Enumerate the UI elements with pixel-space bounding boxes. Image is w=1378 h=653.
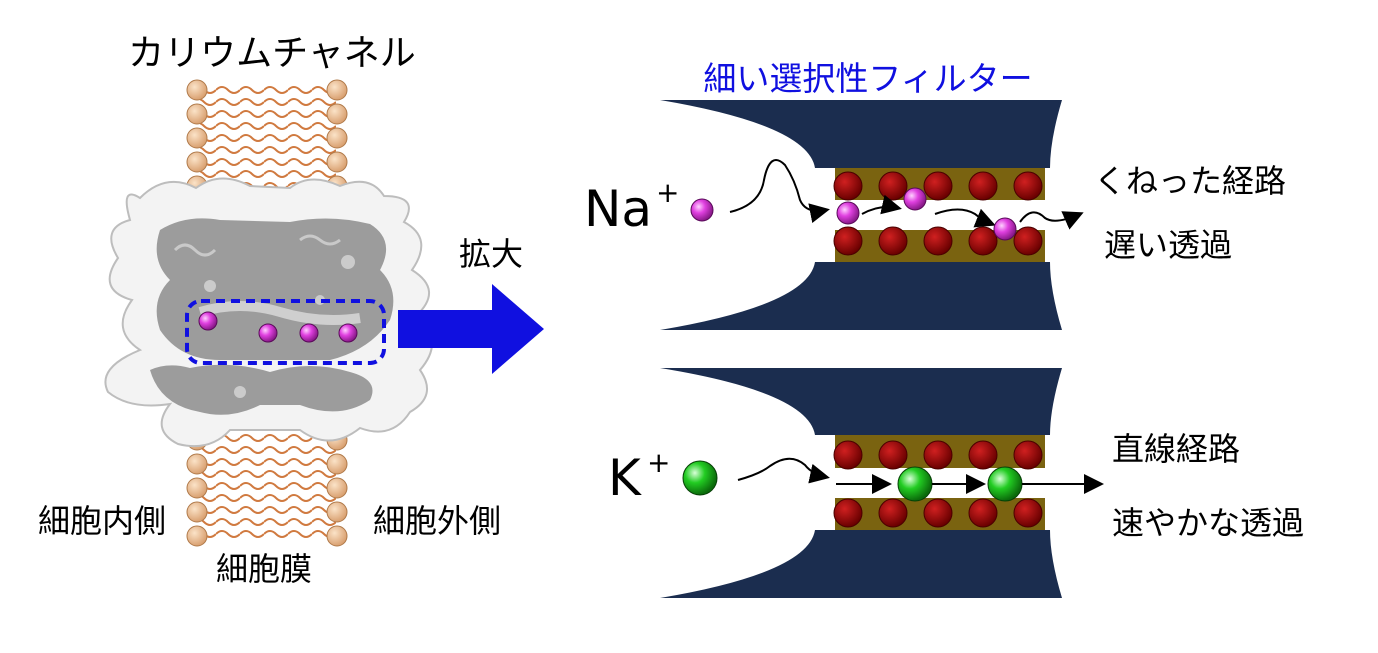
lipid-head <box>186 501 208 523</box>
oxygen-atom <box>968 226 998 256</box>
label-cell-membrane: 細胞膜 <box>216 550 312 588</box>
protein-wall-bottom <box>660 262 1062 330</box>
label-cell-inside: 細胞内側 <box>38 502 166 540</box>
lipid-head <box>186 477 208 499</box>
oxygen-atom <box>1013 226 1043 256</box>
na-ion-sphere <box>993 217 1017 241</box>
na-path-arrow <box>861 194 902 215</box>
oxygen-atom <box>878 440 908 470</box>
na-path-arrow <box>729 159 830 223</box>
lipid-head <box>326 501 348 523</box>
lipid-head <box>326 79 348 101</box>
cell-membrane-lower <box>200 420 336 540</box>
k-ion-sphere <box>897 466 933 502</box>
protein-wall-top <box>660 368 1062 435</box>
na-path-arrow <box>1019 211 1084 230</box>
channel-ions <box>198 311 358 343</box>
oxygen-atom <box>968 171 998 201</box>
lipid-head <box>186 151 208 173</box>
label-cell-outside: 細胞外側 <box>373 502 501 540</box>
channel-protein-surface <box>104 177 434 448</box>
zoom-label: 拡大 <box>459 235 523 273</box>
lipid-head <box>186 79 208 101</box>
zoom-arrow <box>398 284 544 374</box>
oxygen-rows <box>833 171 1043 256</box>
k-ion-sphere <box>682 460 718 496</box>
k-path-arrow <box>737 457 830 484</box>
na-ion-sphere <box>836 201 860 225</box>
lipid-head <box>326 103 348 125</box>
na-path-arrow <box>934 208 996 228</box>
zoom-selection-box <box>185 299 386 365</box>
ion-sphere <box>258 323 278 343</box>
protein-wall-bottom <box>660 530 1062 598</box>
lipid-head <box>326 453 348 475</box>
k-ion-label: K + <box>608 446 670 507</box>
oxygen-atom <box>1013 498 1043 528</box>
right-panel: 細い選択性フィルター Na + くねった経路 遅い透過 <box>584 59 1304 598</box>
oxygen-atom <box>878 171 908 201</box>
lipid-head <box>186 453 208 475</box>
oxygen-atom <box>833 226 863 256</box>
lipid-head <box>186 103 208 125</box>
na-ion-label: Na + <box>584 176 679 238</box>
oxygen-atom <box>968 498 998 528</box>
lipid-head <box>326 151 348 173</box>
oxygen-atom <box>968 440 998 470</box>
na-ion-sphere <box>690 198 714 222</box>
oxygen-atom <box>1013 440 1043 470</box>
protein-wall-top <box>660 100 1062 168</box>
k-speed-label: 速やかな透過 <box>1112 504 1304 542</box>
ion-sphere <box>198 311 218 331</box>
oxygen-atom <box>923 171 953 201</box>
left-panel: カリウムチャネル <box>38 33 544 588</box>
oxygen-atom <box>878 226 908 256</box>
oxygen-atom <box>923 498 953 528</box>
filter-title: 細い選択性フィルター <box>703 59 1032 98</box>
k-ion-sphere <box>987 466 1023 502</box>
oxygen-atom <box>833 498 863 528</box>
ion-sphere <box>299 323 319 343</box>
lipid-head <box>326 525 348 547</box>
lipid-head <box>326 477 348 499</box>
na-speed-label: 遅い透過 <box>1104 226 1232 264</box>
na-ion-charge: + <box>656 176 679 209</box>
oxygen-rows <box>833 440 1043 528</box>
oxygen-atom <box>1013 171 1043 201</box>
k-ion-charge: + <box>647 446 670 479</box>
oxygen-atom <box>923 226 953 256</box>
oxygen-atom <box>833 171 863 201</box>
oxygen-atom <box>878 498 908 528</box>
lipid-head <box>186 127 208 149</box>
lipid-head <box>186 525 208 547</box>
na-filter: Na + くねった経路 遅い透過 <box>584 100 1286 330</box>
na-path-label: くねった経路 <box>1094 162 1286 200</box>
oxygen-atom <box>923 440 953 470</box>
na-ion-sphere <box>903 187 927 211</box>
oxygen-atom <box>833 440 863 470</box>
ion-sphere <box>338 323 358 343</box>
k-filter: K + 直線経路 速やかな透過 <box>608 368 1304 598</box>
lipid-head <box>326 127 348 149</box>
k-path-label: 直線経路 <box>1112 430 1240 468</box>
channel-title: カリウムチャネル <box>128 33 416 74</box>
k-ion-symbol: K <box>608 449 642 507</box>
na-ion-symbol: Na <box>584 180 652 238</box>
